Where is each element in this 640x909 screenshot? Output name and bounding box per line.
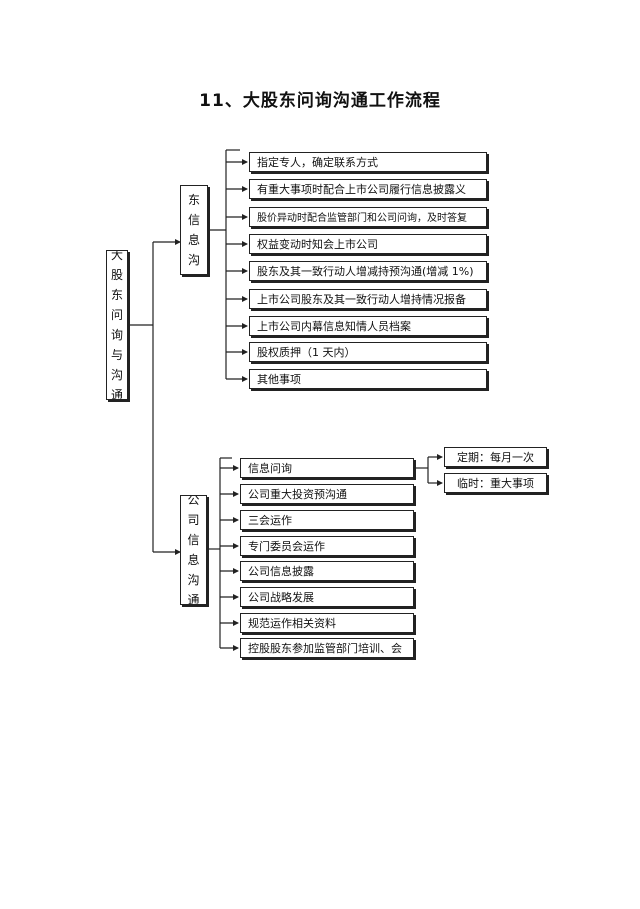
company-item: 专门委员会运作	[240, 536, 414, 556]
group-shareholder-info: 股东信息沟通	[180, 185, 208, 275]
group-company-info: 公司信息沟通	[180, 495, 207, 605]
company-item: 信息问询	[240, 458, 414, 478]
company-item: 三会运作	[240, 510, 414, 530]
root-node: 大股东问询与沟通	[106, 250, 128, 400]
group-label: 股东信息沟通	[187, 186, 200, 274]
shareholder-item: 其他事项	[249, 369, 487, 389]
company-item: 控股股东参加监管部门培训、会	[240, 638, 414, 658]
shareholder-item: 上市公司股东及其一致行动人增持情况报备	[249, 289, 487, 309]
shareholder-item: 指定专人，确定联系方式	[249, 152, 487, 172]
shareholder-item: 股权质押（1 天内）	[249, 342, 487, 362]
company-item: 公司战略发展	[240, 587, 414, 607]
subitem-regular: 定期：每月一次	[444, 447, 547, 467]
page-title: 11、大股东问询沟通工作流程	[199, 91, 441, 111]
company-item: 公司重大投资预沟通	[240, 484, 414, 504]
shareholder-item: 上市公司内幕信息知情人员档案	[249, 316, 487, 336]
subitem-adhoc: 临时：重大事项	[444, 473, 547, 493]
shareholder-item: 股东及其一致行动人增减持预沟通(增减 1%)	[249, 261, 487, 281]
root-label: 大股东问询与沟通	[110, 250, 123, 400]
shareholder-item: 有重大事项时配合上市公司履行信息披露义	[249, 179, 487, 199]
company-item: 规范运作相关资料	[240, 613, 414, 633]
group-label: 公司信息沟通	[187, 495, 200, 605]
shareholder-item: 权益变动时知会上市公司	[249, 234, 487, 254]
shareholder-item: 股价异动时配合监管部门和公司问询，及时答复	[249, 207, 487, 227]
company-item: 公司信息披露	[240, 561, 414, 581]
